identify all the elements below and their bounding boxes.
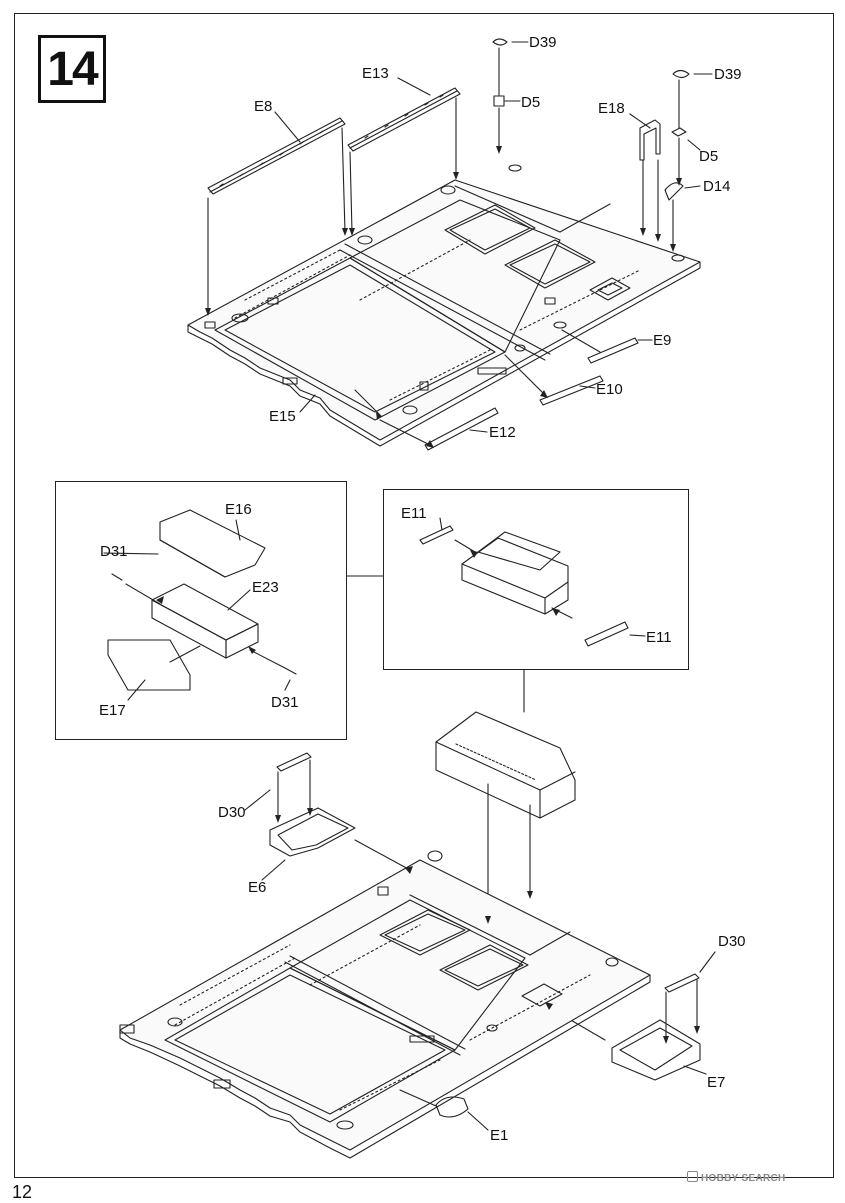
label-e1: E1: [490, 1127, 509, 1144]
label-e8: E8: [254, 98, 273, 115]
label-e6: E6: [248, 879, 267, 896]
label-e13: E13: [362, 65, 389, 82]
leaders-top: [207, 41, 713, 446]
subassembly-e11: [419, 517, 646, 647]
label-d39-top: D39: [529, 34, 557, 51]
label-e11-top: E11: [401, 505, 427, 522]
label-d30-right: D30: [718, 933, 746, 950]
subassembly-box-right: [383, 489, 689, 670]
rail-e9: [587, 337, 639, 364]
parts-d39-d5: [492, 38, 690, 201]
page-number: 12: [12, 1182, 33, 1202]
page-frame: [14, 13, 834, 1178]
part-e1: [399, 1089, 489, 1131]
label-e7: E7: [707, 1074, 726, 1091]
label-e11-bottom: E11: [646, 629, 672, 646]
watermark-text: HOBBY SEARCH: [701, 1173, 786, 1184]
floor-plate-bottom: [119, 850, 651, 1159]
hatch-e6: [244, 752, 411, 881]
subassembly-box-left: [55, 481, 347, 740]
subassembly-e23: [103, 509, 297, 701]
watermark: HOBBY SEARCH: [687, 1171, 786, 1184]
label-e9: E9: [653, 332, 672, 349]
label-e16: E16: [225, 501, 252, 518]
watermark-logo-icon: [687, 1171, 698, 1182]
label-e17: E17: [99, 702, 126, 719]
step-number: 14: [47, 42, 98, 96]
label-d5-top: D5: [521, 94, 541, 111]
label-d30-left: D30: [218, 804, 246, 821]
label-d14: D14: [703, 178, 731, 195]
floor-plate-top: [187, 164, 701, 447]
rail-e13: [347, 87, 461, 152]
rail-e12: [424, 407, 499, 451]
label-e23: E23: [252, 579, 279, 596]
rail-e10: [539, 375, 604, 406]
hatch-e7: [544, 951, 716, 1081]
label-d31-top: D31: [100, 543, 128, 560]
label-e10: E10: [596, 381, 623, 398]
arrowheads: [156, 146, 700, 1044]
rail-e8: [207, 117, 346, 195]
label-d31-bottom: D31: [271, 694, 299, 711]
label-e15: E15: [269, 408, 296, 425]
label-e18: E18: [598, 100, 625, 117]
label-d5-right: D5: [699, 148, 719, 165]
label-e12: E12: [489, 424, 516, 441]
label-d39-right: D39: [714, 66, 742, 83]
step-number-box: 14: [38, 35, 106, 103]
